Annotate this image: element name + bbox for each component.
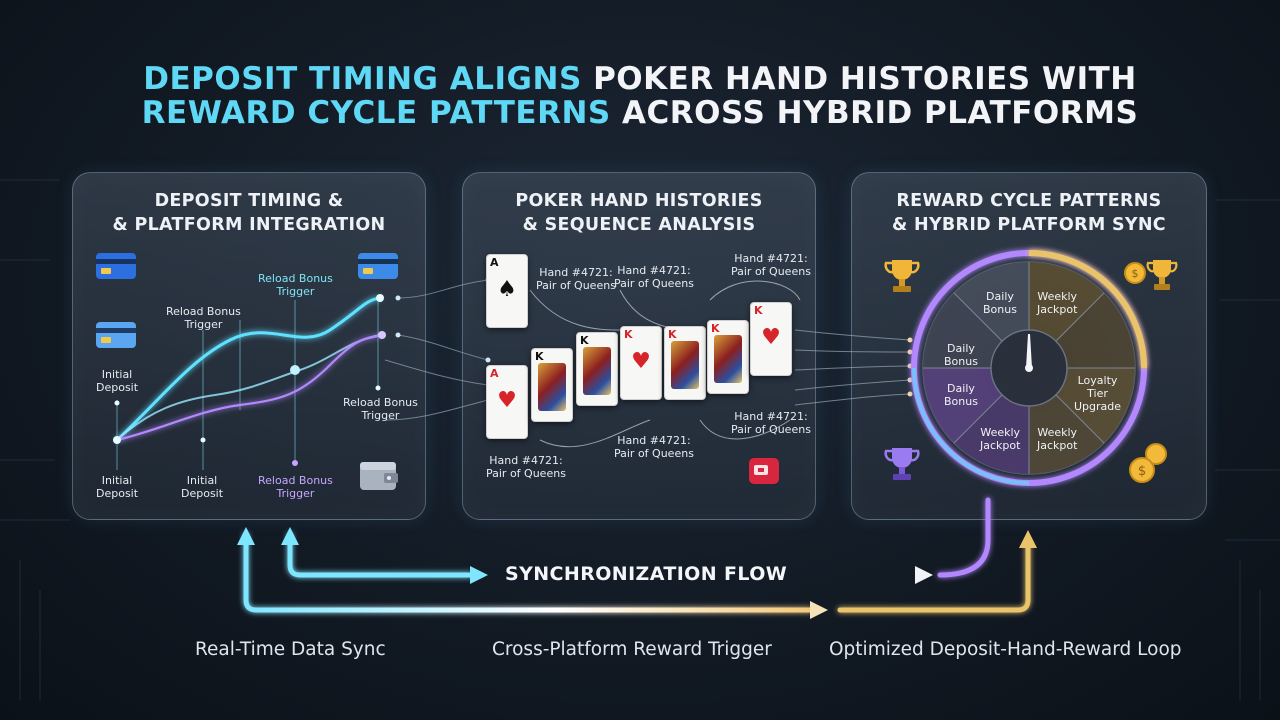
card-rank: K [711,322,720,335]
deposit-curve-cyan [115,296,381,442]
title-highlight-2: REWARD CYCLE PATTERNS [141,95,611,131]
card-king-3: K♥ [620,326,662,400]
title-highlight-1: DEPOSIT TIMING ALIGNS [143,61,582,97]
reward-input-dots [907,337,913,397]
label-real-time-data-sync: Real-Time Data Sync [195,639,386,660]
card-king-6: K♥ [750,302,792,376]
king-art-icon [538,363,566,411]
deposit-title-line2: & PLATFORM INTEGRATION [112,215,386,235]
card-rank: K [754,304,763,317]
hand-label-3: Hand #4721:Pair of Queens [731,252,811,278]
card-ace-spades: A♠ [486,254,528,328]
card-rank: A [490,367,499,380]
hand-label-2: Hand #4721:Pair of Queens [614,264,694,290]
synchronization-flow-label: SYNCHRONIZATION FLOW [505,563,788,585]
poker-title-line2: & SEQUENCE ANALYSIS [522,215,756,235]
king-art-icon [583,347,611,395]
heart-icon: ♥ [497,388,517,413]
king-art-icon [671,341,699,389]
hand-label-1: Hand #4721:Pair of Queens [536,266,616,292]
chip-icon [748,455,780,489]
spade-icon: ♠ [497,277,517,302]
wheel-needle [1026,334,1032,368]
deposit-points [113,294,386,466]
label-optimized-loop: Optimized Deposit-Hand-Reward Loop [829,639,1182,660]
trophy-icon [1146,256,1178,298]
coin-icon: $ [1124,262,1146,288]
deposit-curve-purple [116,333,383,442]
reward-title-line2: & HYBRID PLATFORM SYNC [892,215,1166,235]
card-rank: A [490,256,499,269]
poker-arcs [529,280,801,448]
hand-label-5: Hand #4721:Pair of Queens [614,434,694,460]
svg-text:$: $ [1132,267,1139,280]
title-rest-2: ACROSS HYBRID PLATFORMS [610,95,1139,131]
credit-card-icon [357,252,399,284]
coin-icon: $ [1126,440,1174,492]
card-rank: K [580,334,589,347]
deposit-to-poker-connectors [384,279,489,421]
main-title-line-1: DEPOSIT TIMING ALIGNS POKER HAND HISTORI… [0,58,1280,100]
poker-title-line1: POKER HAND HISTORIES [515,191,763,211]
main-title-line-2: REWARD CYCLE PATTERNS ACROSS HYBRID PLAT… [0,92,1280,134]
poker-to-reward-connectors [794,329,911,406]
credit-card-icon [95,321,137,353]
trophy-icon [884,444,920,488]
reward-title-line1: REWARD CYCLE PATTERNS [896,191,1162,211]
title-rest-1: POKER HAND HISTORIES WITH [581,61,1137,97]
wallet-icon [358,458,400,496]
hand-label-4: Hand #4721:Pair of Queens [731,410,811,436]
card-rank: K [624,328,633,341]
reward-panel-title: REWARD CYCLE PATTERNS & HYBRID PLATFORM … [852,189,1206,237]
label-cross-platform-reward-trigger: Cross-Platform Reward Trigger [492,639,772,660]
deposit-panel-title: DEPOSIT TIMING & & PLATFORM INTEGRATION [73,189,425,237]
trophy-icon [884,256,920,300]
sync-flow-arrows [237,497,1037,619]
card-king-4: K [664,326,706,400]
card-king-5: K [707,320,749,394]
deposit-curve-teal [116,334,381,441]
deposit-title-line1: DEPOSIT TIMING & [154,191,344,211]
credit-card-icon [95,252,137,284]
reward-wheel [911,250,1147,486]
card-king-1: K [531,348,573,422]
card-rank: K [668,328,677,341]
card-rank: K [535,350,544,363]
poker-panel-title: POKER HAND HISTORIES & SEQUENCE ANALYSIS [463,189,815,237]
heart-icon: ♥ [631,349,651,374]
king-art-icon [714,335,742,383]
card-ace-hearts: A♥ [486,365,528,439]
heart-icon: ♥ [761,325,781,350]
card-king-2: K [576,332,618,406]
svg-text:$: $ [1138,464,1146,479]
hand-label-6: Hand #4721:Pair of Queens [486,454,566,480]
